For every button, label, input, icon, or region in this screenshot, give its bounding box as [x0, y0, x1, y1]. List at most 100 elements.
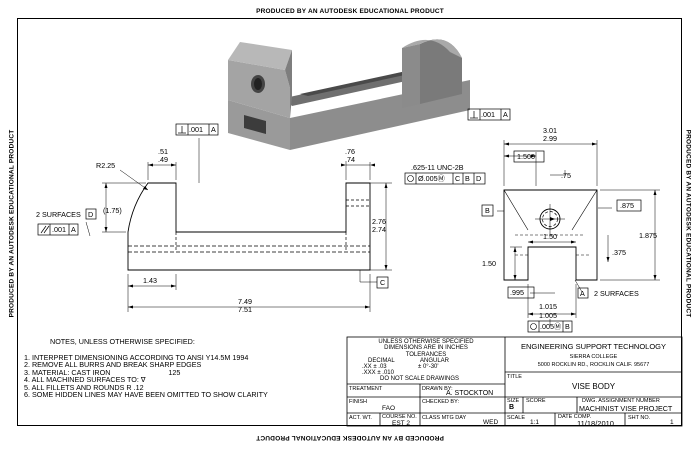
dim-375: .375 — [612, 248, 626, 257]
drawn-by: A. STOCKTON — [446, 390, 494, 397]
sht-value: 1 — [670, 419, 674, 426]
datum-a-ref-right: A — [503, 110, 508, 119]
school-name: SIERRA COLLEGE — [569, 354, 618, 360]
dim-r225: R2.25 — [96, 161, 115, 170]
dim-299: 2.99 — [543, 134, 557, 143]
dim-143: 1.43 — [143, 276, 157, 285]
angular-label: ANGULAR — [420, 358, 450, 364]
flatness-value-right: .001 — [481, 110, 495, 119]
notes-header: NOTES, UNLESS OTHERWISE SPECIFIED: — [50, 337, 195, 346]
note-5: 5. ALL FILLETS AND ROUNDS R .12 — [24, 382, 144, 392]
side-view — [404, 108, 660, 333]
class-mtg-label: CLASS MTG DAY — [422, 415, 467, 421]
do-not-scale: DO NOT SCALE DRAWINGS — [380, 376, 460, 382]
dim-274: 2.74 — [372, 225, 386, 234]
dim-150-left: 1.50 — [482, 259, 496, 268]
tol-line-3: TOLERANCES — [405, 351, 447, 358]
title-block-grid — [346, 336, 683, 427]
tol-xxx: .XXX ± .010 — [362, 370, 394, 376]
thread-callout: .625-11 UNC-2B — [411, 163, 464, 172]
side-view-arrows — [504, 142, 657, 316]
datum-a-ref-left: A — [211, 125, 216, 134]
dim-74: .74 — [345, 155, 355, 164]
scale-value: 1:1 — [530, 419, 540, 426]
datum-d-label: D — [88, 210, 93, 219]
two-surfaces-left: 2 SURFACES — [36, 210, 81, 219]
dim-49: .49 — [158, 155, 168, 164]
dim-76: .76 — [345, 147, 355, 156]
pos-ref-b: B — [465, 174, 470, 183]
sht-label: SHT NO. — [628, 415, 651, 421]
dim-1875: 1.875 — [639, 231, 657, 240]
drawn-by-label: DRAWN BY: — [422, 386, 453, 392]
note-1: 1. INTERPRET DIMENSIONING ACCORDING TO A… — [24, 352, 249, 362]
tol-xx: .XX ± .03 — [362, 364, 387, 370]
drawing-border — [17, 18, 682, 426]
dim-875: .875 — [620, 201, 634, 210]
flatness-value-left: .001 — [189, 125, 203, 134]
tol-line-1: UNLESS OTHERWISE SPECIFIED — [378, 339, 474, 345]
note-4: 4. ALL MACHINED SURFACES TO: ∇ — [24, 376, 268, 384]
isometric-view — [228, 39, 470, 150]
score-label: SCORE — [526, 398, 546, 404]
company-name: ENGINEERING SUPPORT TECHNOLOGY — [520, 342, 667, 351]
act-wt-label: ACT. WT. — [349, 415, 372, 421]
note-4-text: 4. ALL MACHINED SURFACES TO: — [24, 375, 139, 384]
datum-b-label: B — [485, 206, 490, 215]
date-value: 11/18/2010 — [577, 419, 614, 428]
note-6: 6. SOME HIDDEN LINES MAY HAVE BEEN OMITT… — [24, 390, 268, 399]
parallel-ref: A — [71, 225, 76, 234]
front-view-labels: .001 A R2.25 .51 .49 .76 .74 (1.75) 2 SU… — [36, 125, 386, 314]
dim-1005: 1.005 — [539, 311, 557, 320]
dim-276: 2.76 — [372, 217, 386, 226]
parallel-value: .001 — [52, 225, 66, 234]
course-no-label: COURSE NO. — [382, 414, 417, 420]
dwg-value: MACHINIST VISE PROJECT — [579, 404, 673, 413]
pos-ref-d: D — [476, 174, 481, 183]
note-3: 3. MATERIAL: CAST IRON 125 — [24, 367, 268, 377]
dim-75: .75 — [561, 171, 571, 180]
finish-symbol: ∇ — [140, 375, 146, 384]
bottom-position-tolerance: .005Ⓜ — [540, 322, 561, 331]
datum-a-label: A — [580, 289, 585, 298]
bottom-datum-ref: B — [565, 322, 570, 331]
date-label: DATE COMP. — [558, 414, 592, 420]
datum-c-label: C — [380, 278, 385, 287]
finish-value: FAO — [382, 405, 396, 412]
size-value: B — [509, 404, 515, 411]
dim-751: 7.51 — [238, 305, 252, 314]
note-3-text: 3. MATERIAL: CAST IRON — [24, 367, 111, 377]
watermark-top: PRODUCED BY AN AUTODESK EDUCATIONAL PROD… — [256, 8, 444, 15]
general-notes: NOTES, UNLESS OTHERWISE SPECIFIED: 1. IN… — [24, 338, 268, 399]
dim-150-mid: 1.50 — [543, 232, 557, 241]
finish-label: FINISH — [349, 399, 368, 405]
two-surfaces-right: 2 SURFACES — [594, 289, 639, 298]
dim-51: .51 — [158, 147, 168, 156]
title-label: TITLE — [507, 374, 522, 380]
drawing-title: VISE BODY — [571, 382, 616, 391]
decimal-label: DECIMAL — [368, 358, 395, 364]
class-mtg: WED — [483, 419, 499, 426]
dim-749: 7.49 — [238, 297, 252, 306]
position-tolerance: Ø.005Ⓜ — [418, 174, 445, 183]
scale-label: SCALE — [507, 415, 526, 421]
tol-angular: ± 0°-30' — [418, 364, 439, 370]
treatment-label: TREATMENT — [349, 386, 383, 392]
note-3-finish: 125 — [168, 367, 181, 377]
dim-995: .995 — [510, 288, 524, 297]
dim-1015: 1.015 — [539, 302, 557, 311]
school-address: 5000 ROCKLIN RD., ROCKLIN CALIF. 95677 — [537, 362, 650, 368]
side-view-labels: .001 A 3.01 2.99 1.500 .625-11 UNC-2B Ø.… — [411, 110, 657, 331]
tol-line-2: DIMENSIONS ARE IN INCHES — [384, 345, 468, 352]
tolerance-block: UNLESS OTHERWISE SPECIFIED DIMENSIONS AR… — [347, 339, 505, 358]
dim-1500-top: 1.500 — [517, 152, 535, 161]
dim-175: (1.75) — [103, 206, 122, 215]
dwg-label: DWG. ASSIGNMENT NUMBER — [582, 398, 660, 404]
pos-ref-c: C — [455, 174, 460, 183]
front-view-arrows — [104, 163, 388, 309]
size-label: SIZE — [507, 398, 520, 404]
course-no: EST 2 — [392, 420, 410, 427]
dim-301: 3.01 — [543, 126, 557, 135]
checked-by-label: CHECKED BY: — [422, 399, 459, 405]
